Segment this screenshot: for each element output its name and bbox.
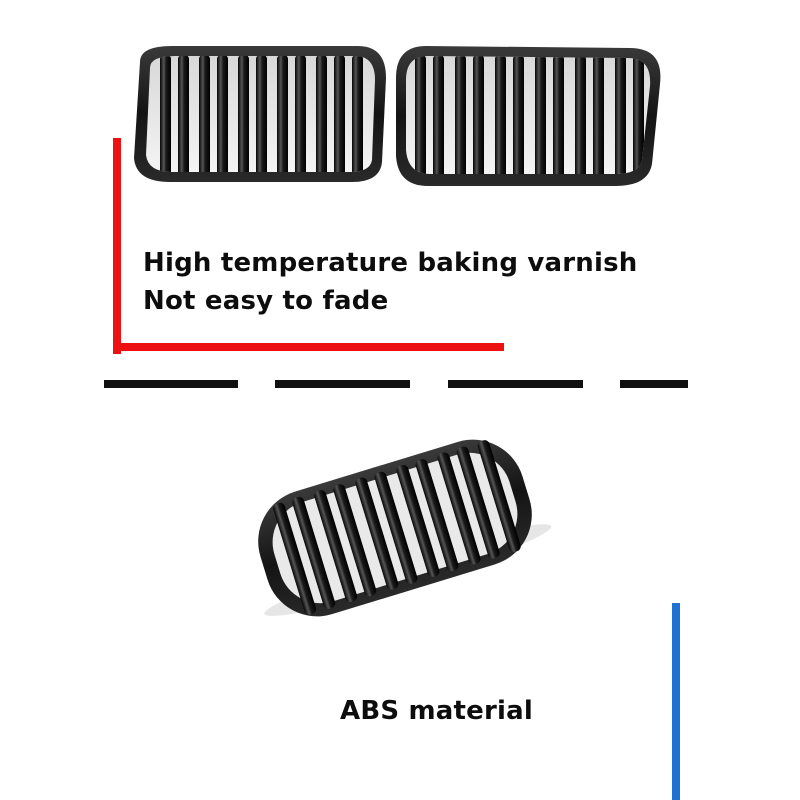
grille-single [258,439,552,617]
red-accent-vertical [113,138,121,354]
caption-abs-material: ABS material [340,696,534,726]
divider-dash [275,380,410,388]
caption-baking-varnish: High temperature baking varnish [143,248,638,278]
grille-right [396,46,661,186]
divider-dash [104,380,238,388]
caption-not-easy-to-fade: Not easy to fade [143,286,389,316]
divider-dash [620,380,688,388]
blue-accent-vertical [672,603,680,800]
red-accent-horizontal [113,343,504,351]
grille-left [134,46,386,182]
divider-dash [448,380,583,388]
